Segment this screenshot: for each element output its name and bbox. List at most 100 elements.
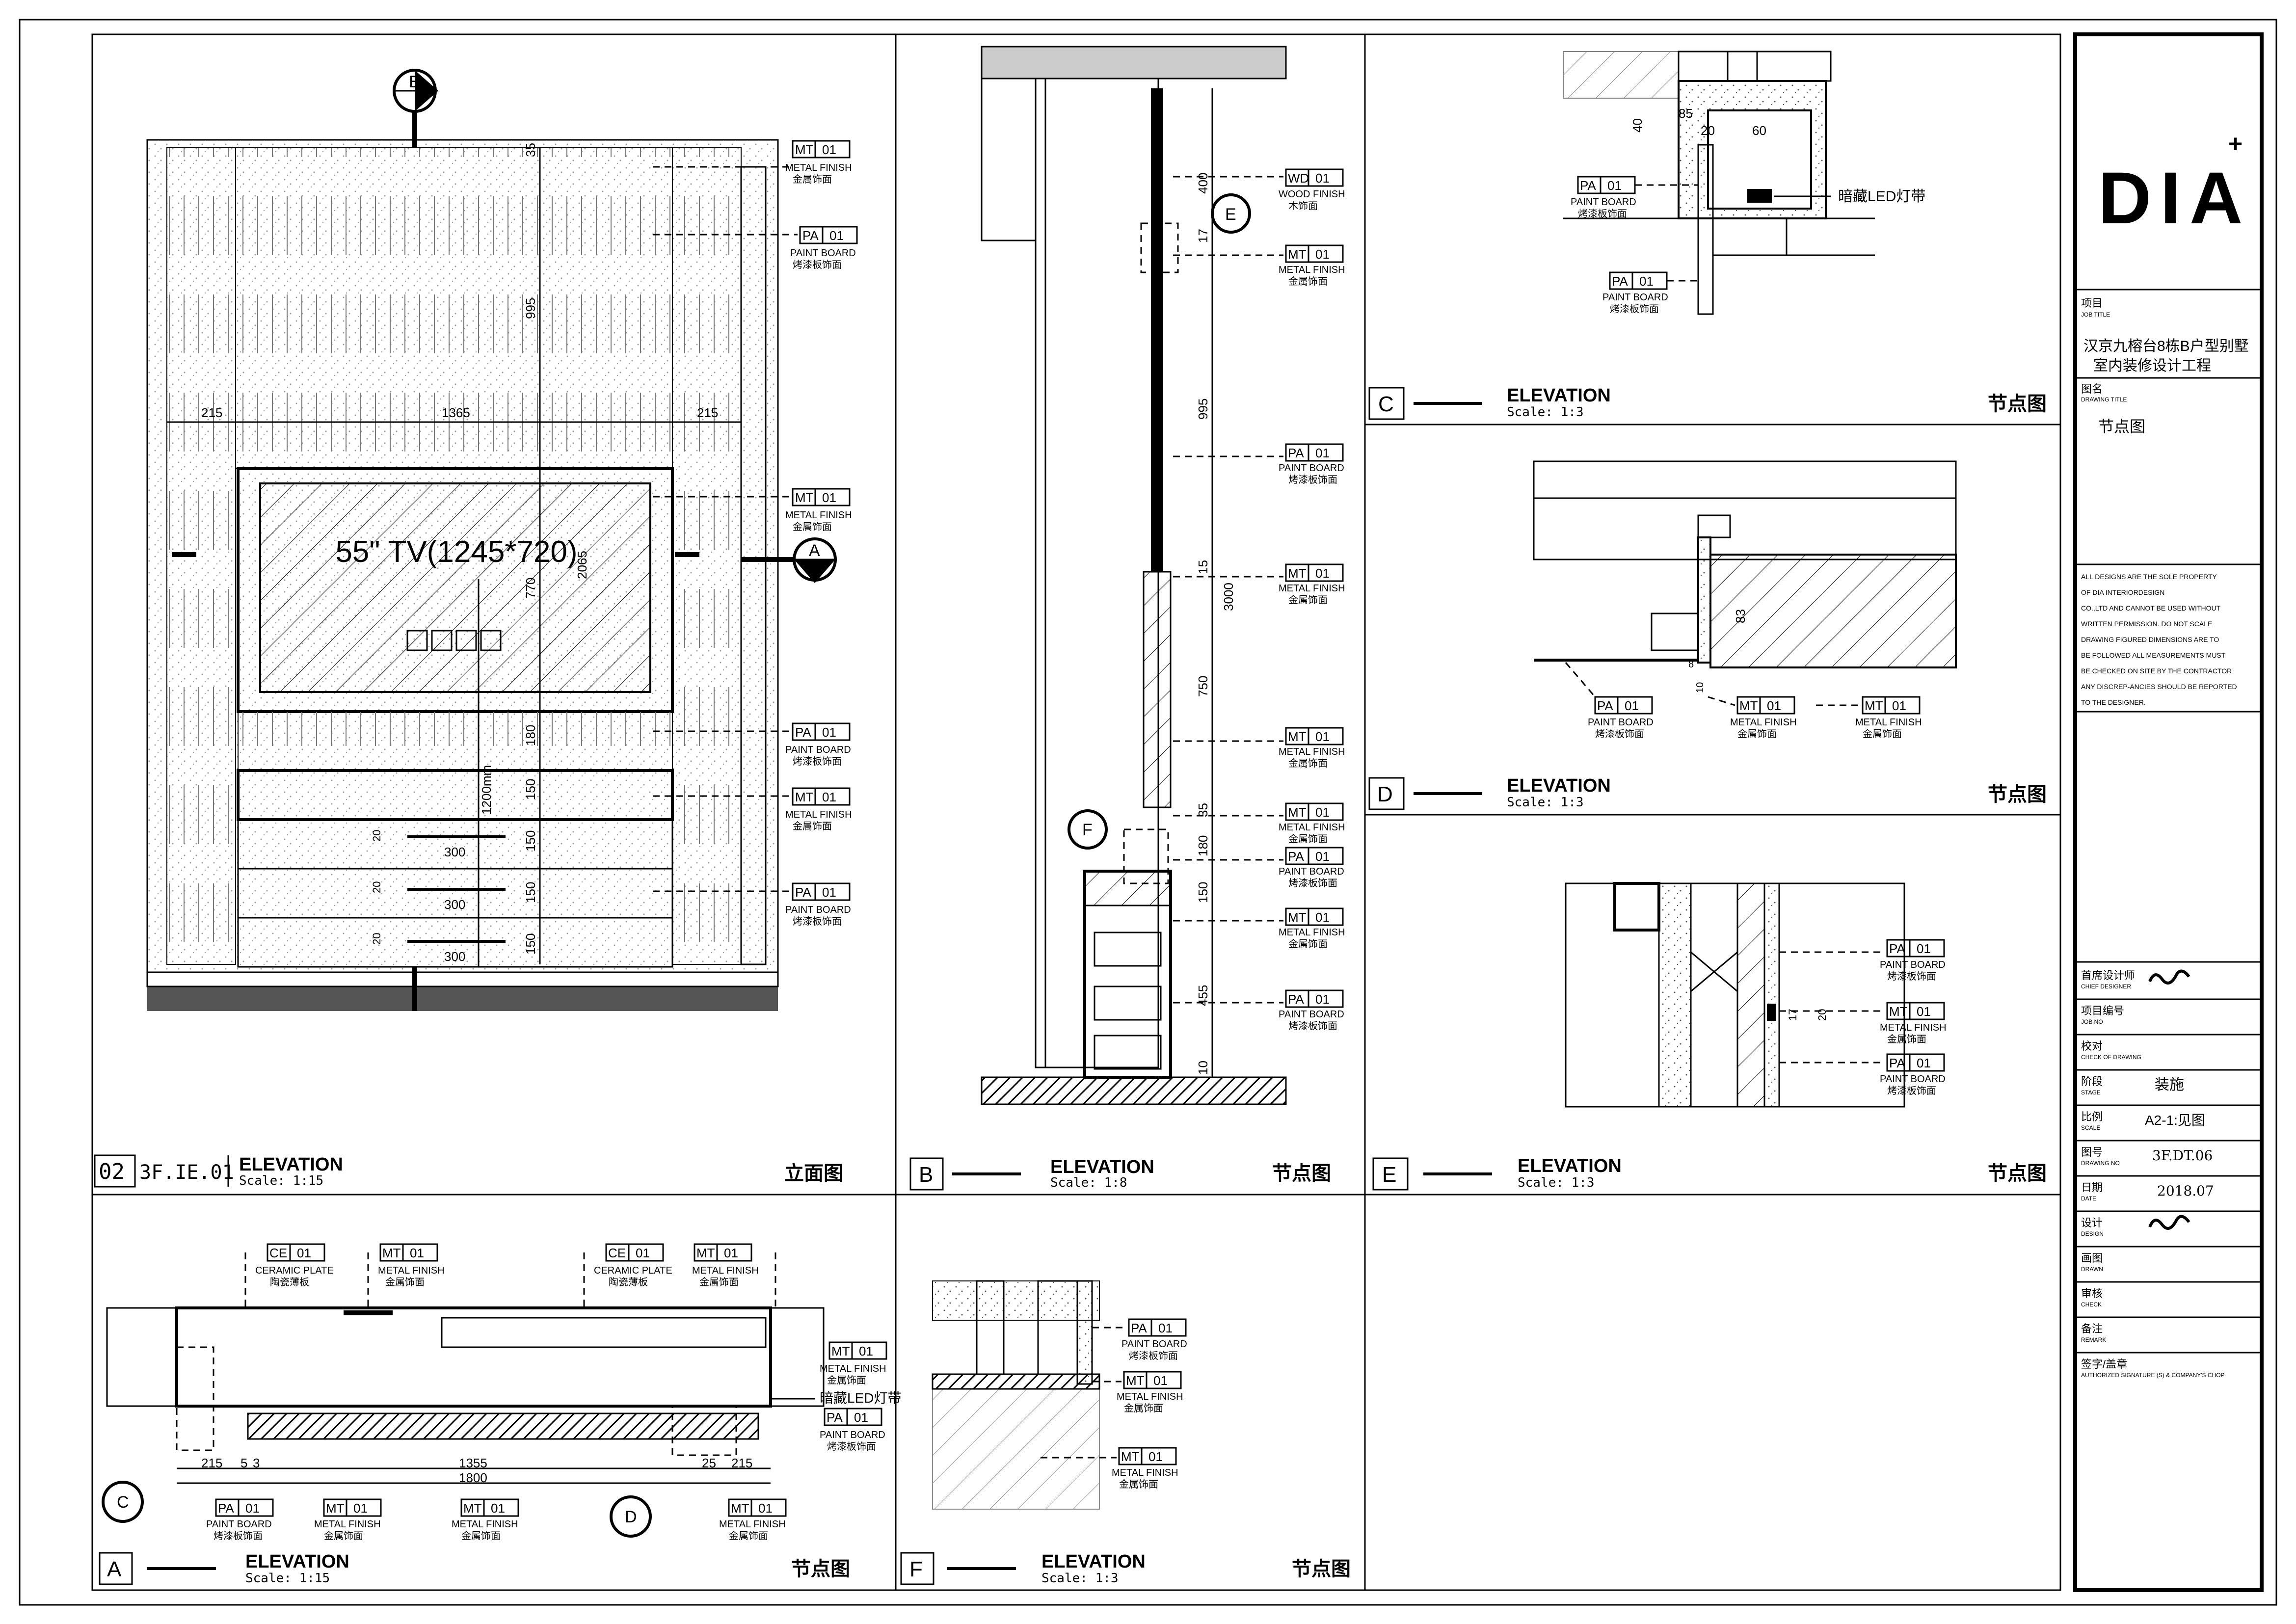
panel-scale: Scale: 1:15 [245,1571,330,1586]
svg-text:项目: 项目 [2081,297,2103,309]
svg-text:01: 01 [1892,698,1906,713]
panel-scale: Scale: 1:3 [1041,1571,1119,1586]
section-marker-c: C [102,1481,144,1523]
svg-text:JOB TITLE: JOB TITLE [2081,311,2110,318]
svg-text:MT: MT [1288,566,1307,581]
svg-text:PAINT BOARD: PAINT BOARD [1279,1009,1344,1020]
dim: 40 [1630,118,1645,133]
svg-text:01: 01 [1315,805,1330,820]
svg-text:METAL FINISH: METAL FINISH [452,1519,518,1530]
svg-text:烤漆板饰面: 烤漆板饰面 [1288,1020,1337,1032]
svg-text:陶瓷薄板: 陶瓷薄板 [609,1277,648,1288]
svg-text:MT: MT [1288,805,1307,820]
panel-title-cn: 节点图 [1292,1558,1351,1580]
svg-text:METAL FINISH: METAL FINISH [1279,822,1345,833]
led-strip-label: 暗藏LED灯带 [1774,188,1925,205]
socket-outlets [406,630,502,651]
panel-title: ELEVATION [1041,1551,1146,1572]
svg-text:01: 01 [1315,566,1330,581]
svg-text:画图: 画图 [2081,1252,2103,1264]
dim: 1355 [459,1456,487,1470]
svg-text:01: 01 [822,725,836,740]
svg-text:金属饰面: 金属饰面 [793,174,832,185]
svg-text:金属饰面: 金属饰面 [827,1375,866,1386]
dim: 215 [731,1456,752,1470]
svg-text:01: 01 [829,228,844,243]
svg-text:PAINT BOARD: PAINT BOARD [790,248,856,259]
dim: 10 [1695,682,1706,693]
svg-text:金属饰面: 金属饰面 [1737,728,1777,740]
svg-text:金属饰面: 金属饰面 [324,1530,363,1542]
section-marker-b: B [393,69,438,147]
svg-text:MT: MT [1126,1373,1145,1388]
dim: 20 [1701,123,1715,138]
svg-text:校对: 校对 [2081,1040,2103,1052]
svg-text:金属饰面: 金属饰面 [1288,833,1328,845]
svg-text:01: 01 [410,1246,424,1260]
svg-text:01: 01 [1315,910,1330,925]
svg-text:PAINT BOARD: PAINT BOARD [1279,463,1344,474]
svg-text:金属饰面: 金属饰面 [1288,276,1328,287]
svg-text:MT: MT [831,1344,850,1358]
svg-text:烤漆板饰面: 烤漆板饰面 [1887,1085,1936,1096]
svg-text:01: 01 [1607,178,1622,193]
svg-text:01: 01 [1158,1321,1173,1335]
job-title-1: 汉京九榕台8栋B户型别墅 [2083,338,2249,354]
svg-text:DIA: DIA [2098,157,2251,239]
svg-text:ANY DISCREP-ANCIES SHOULD BE R: ANY DISCREP-ANCIES SHOULD BE REPORTED [2081,683,2237,691]
svg-text:METAL FINISH: METAL FINISH [820,1363,886,1374]
dim-right: 215 [697,405,718,420]
panel-title: ELEVATION [1507,775,1611,796]
svg-text:烤漆板饰面: 烤漆板饰面 [214,1530,263,1542]
panel-title-cn: 节点图 [791,1558,850,1580]
svg-text:METAL FINISH: METAL FINISH [1279,746,1345,757]
svg-text:PAINT BOARD: PAINT BOARD [1880,959,1946,970]
svg-text:PAINT BOARD: PAINT BOARD [785,905,851,915]
stage-value: 装施 [2155,1077,2184,1093]
svg-text:MT: MT [795,490,814,505]
panel-id: C [1378,392,1394,416]
dim: 995 [1196,399,1210,420]
svg-text:WOOD FINISH: WOOD FINISH [1279,189,1345,200]
section-letter: B [409,73,420,91]
panel-title: ELEVATION [1518,1156,1622,1176]
panel-title-cn: 节点图 [1988,393,2047,415]
svg-text:REMARK: REMARK [2081,1336,2106,1343]
svg-text:金属饰面: 金属饰面 [729,1530,768,1542]
dim: 10 [1196,1061,1210,1075]
svg-text:PA: PA [795,885,811,900]
svg-text:暗藏LED灯带: 暗藏LED灯带 [1838,188,1925,205]
dim-v-20b: 20 [371,881,383,893]
dim: 83 [1733,609,1748,623]
dim: 8 [1688,659,1694,670]
svg-text:金属饰面: 金属饰面 [1288,758,1328,769]
svg-text:PA: PA [1889,1056,1905,1070]
svg-text:01: 01 [1639,274,1654,289]
svg-text:备注: 备注 [2081,1323,2103,1335]
svg-text:01: 01 [1315,247,1330,262]
section-marker-f: F [1068,809,1169,884]
svg-text:金属饰面: 金属饰面 [1124,1403,1163,1414]
dim-v-995: 995 [523,298,538,319]
title-bar-a: A ELEVATION Scale: 1:15 节点图 [99,1551,850,1586]
svg-text:审核: 审核 [2081,1287,2103,1300]
dim-v-180: 180 [523,725,538,746]
svg-text:MT: MT [1865,698,1883,713]
dim-v-770: 770 [523,578,538,599]
svg-text:CO.,LTD AND CANNOT BE USED WIT: CO.,LTD AND CANNOT BE USED WITHOUT [2081,604,2221,612]
svg-text:PA: PA [1288,446,1304,460]
